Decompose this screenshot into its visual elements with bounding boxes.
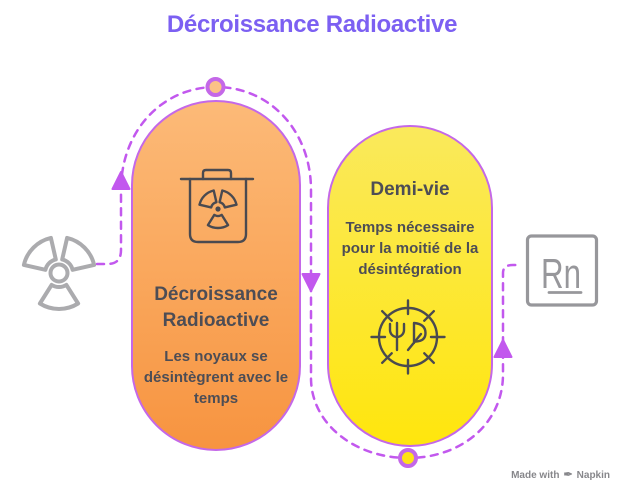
flow-node-top xyxy=(205,77,226,97)
card-radioactive-decay-description: Les noyaux se désintègrent avec le temps xyxy=(143,348,289,408)
napkin-pen-icon: ✒ xyxy=(563,469,573,481)
card-half-life-description: Temps nécessaire pour la moitié de la dé… xyxy=(341,219,479,279)
watermark-brand: Napkin xyxy=(576,470,610,481)
card-radioactive-decay: Décroissance Radioactive Les noyaux se d… xyxy=(131,100,301,451)
flow-node-bottom xyxy=(398,448,418,468)
card-radioactive-decay-title: Décroissance Radioactive xyxy=(154,284,278,332)
radon-element-icon: Rn xyxy=(525,234,599,307)
diagram-title: Décroissance Radioactive xyxy=(166,11,458,38)
card-half-life-title: Demi-vie xyxy=(370,179,450,200)
watermark: Made with ✒ Napkin xyxy=(511,469,610,482)
card-half-life: Demi-vie Temps nécessaire pour la moitié… xyxy=(327,125,493,447)
watermark-prefix: Made with xyxy=(511,470,560,481)
flow-arrow-up-right xyxy=(493,339,513,358)
radiation-trefoil-icon xyxy=(21,235,97,311)
element-box-outline xyxy=(525,234,599,307)
flow-arrow-up-left xyxy=(111,171,131,190)
flow-arrow-down-middle xyxy=(301,273,321,292)
element-symbol-text: Rn xyxy=(541,250,581,297)
